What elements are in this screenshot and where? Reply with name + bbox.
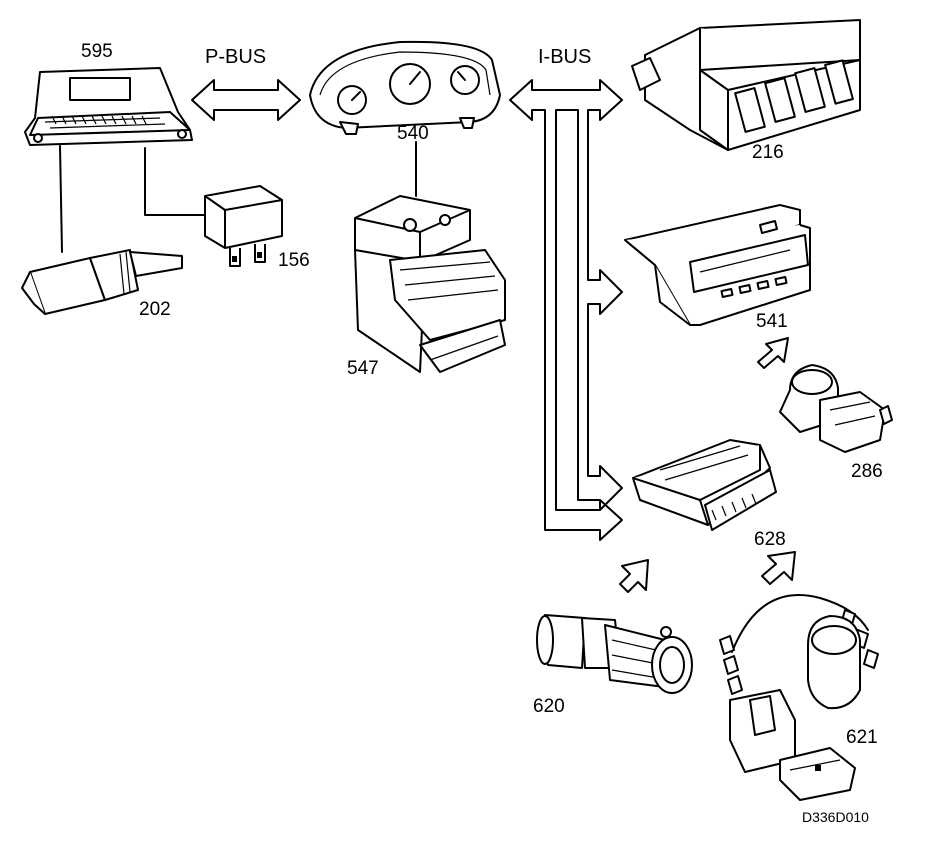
relay-156 (204, 185, 283, 267)
control-module-595 (24, 67, 193, 146)
link-595-202 (59, 145, 63, 253)
link-595-156 (144, 147, 205, 216)
label-p-bus: P-BUS (205, 46, 266, 68)
reference-code: D336D010 (802, 809, 869, 825)
arrow-621-628 (761, 551, 796, 585)
label-547: 547 (347, 358, 379, 379)
p-bus-arrow (191, 79, 301, 121)
label-156: 156 (278, 250, 310, 271)
label-540: 540 (397, 123, 429, 144)
label-286: 286 (851, 461, 883, 482)
instrument-cluster-540 (309, 40, 501, 135)
display-unit-541 (624, 204, 811, 326)
abs-unit-547 (354, 195, 506, 373)
label-202: 202 (139, 299, 171, 320)
label-620: 620 (533, 696, 565, 717)
sensor-202 (21, 249, 183, 315)
label-621: 621 (846, 727, 878, 748)
label-541: 541 (756, 311, 788, 332)
climate-panel-216 (631, 19, 861, 151)
sensor-620 (536, 614, 693, 694)
label-628: 628 (754, 529, 786, 550)
arrow-286-541 (757, 337, 789, 369)
arrow-620-628 (619, 559, 649, 593)
sensor-286 (779, 364, 893, 453)
control-unit-628 (632, 439, 777, 531)
label-216: 216 (752, 142, 784, 163)
label-i-bus: I-BUS (538, 46, 591, 68)
i-bus-network (509, 79, 623, 541)
sensor-621 (719, 594, 879, 801)
label-595: 595 (81, 41, 113, 62)
